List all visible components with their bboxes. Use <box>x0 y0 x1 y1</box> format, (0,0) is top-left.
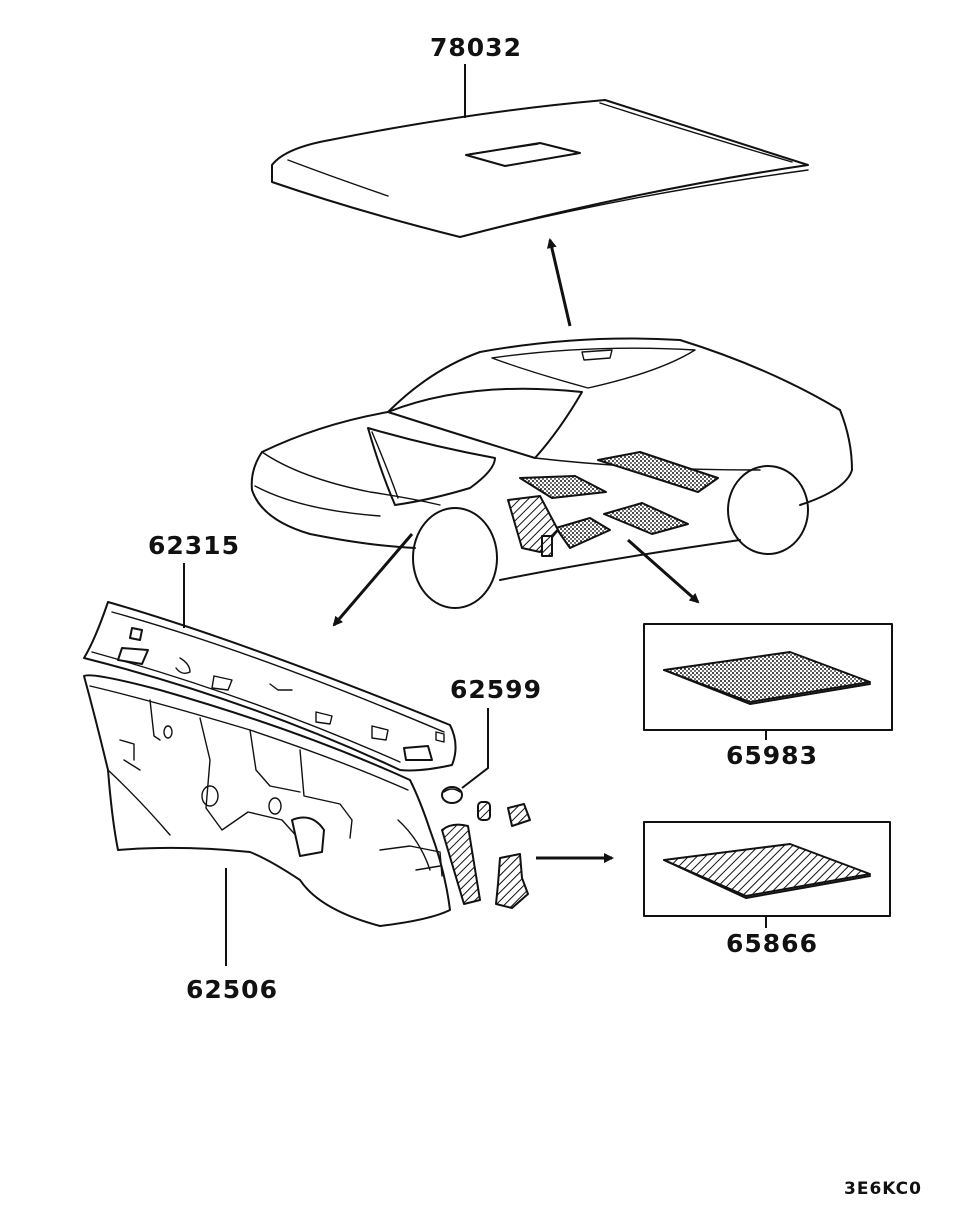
clip-62599-part <box>441 786 463 804</box>
dash-insulator-part <box>83 674 451 927</box>
drawing-code: 3E6KC0 <box>844 1179 922 1199</box>
car-mat-rear-left <box>597 451 719 493</box>
silencer-65866 <box>663 843 871 897</box>
label-62506: 62506 <box>186 975 278 1004</box>
car-illustration <box>250 337 853 609</box>
car-mat-front-left <box>519 475 607 499</box>
arrow-to-headliner <box>546 238 572 327</box>
label-62315: 62315 <box>148 531 240 560</box>
arrow-to-dash-panel <box>332 533 414 627</box>
floor-mat-edge <box>663 669 871 705</box>
label-65866: 65866 <box>726 929 818 958</box>
label-65983: 65983 <box>726 741 818 770</box>
silencer-edge <box>663 859 871 899</box>
floor-mat-65983 <box>663 651 871 703</box>
arrow-to-floor-mat <box>627 538 700 604</box>
headliner-part <box>271 99 809 238</box>
insulator-pieces <box>441 801 531 909</box>
car-mat-front-right <box>555 517 611 549</box>
leader-62599 <box>461 708 489 789</box>
label-78032: 78032 <box>430 33 522 62</box>
car-mat-rear-right <box>603 502 689 535</box>
cowl-panel-part <box>83 601 457 772</box>
label-62599: 62599 <box>450 675 542 704</box>
